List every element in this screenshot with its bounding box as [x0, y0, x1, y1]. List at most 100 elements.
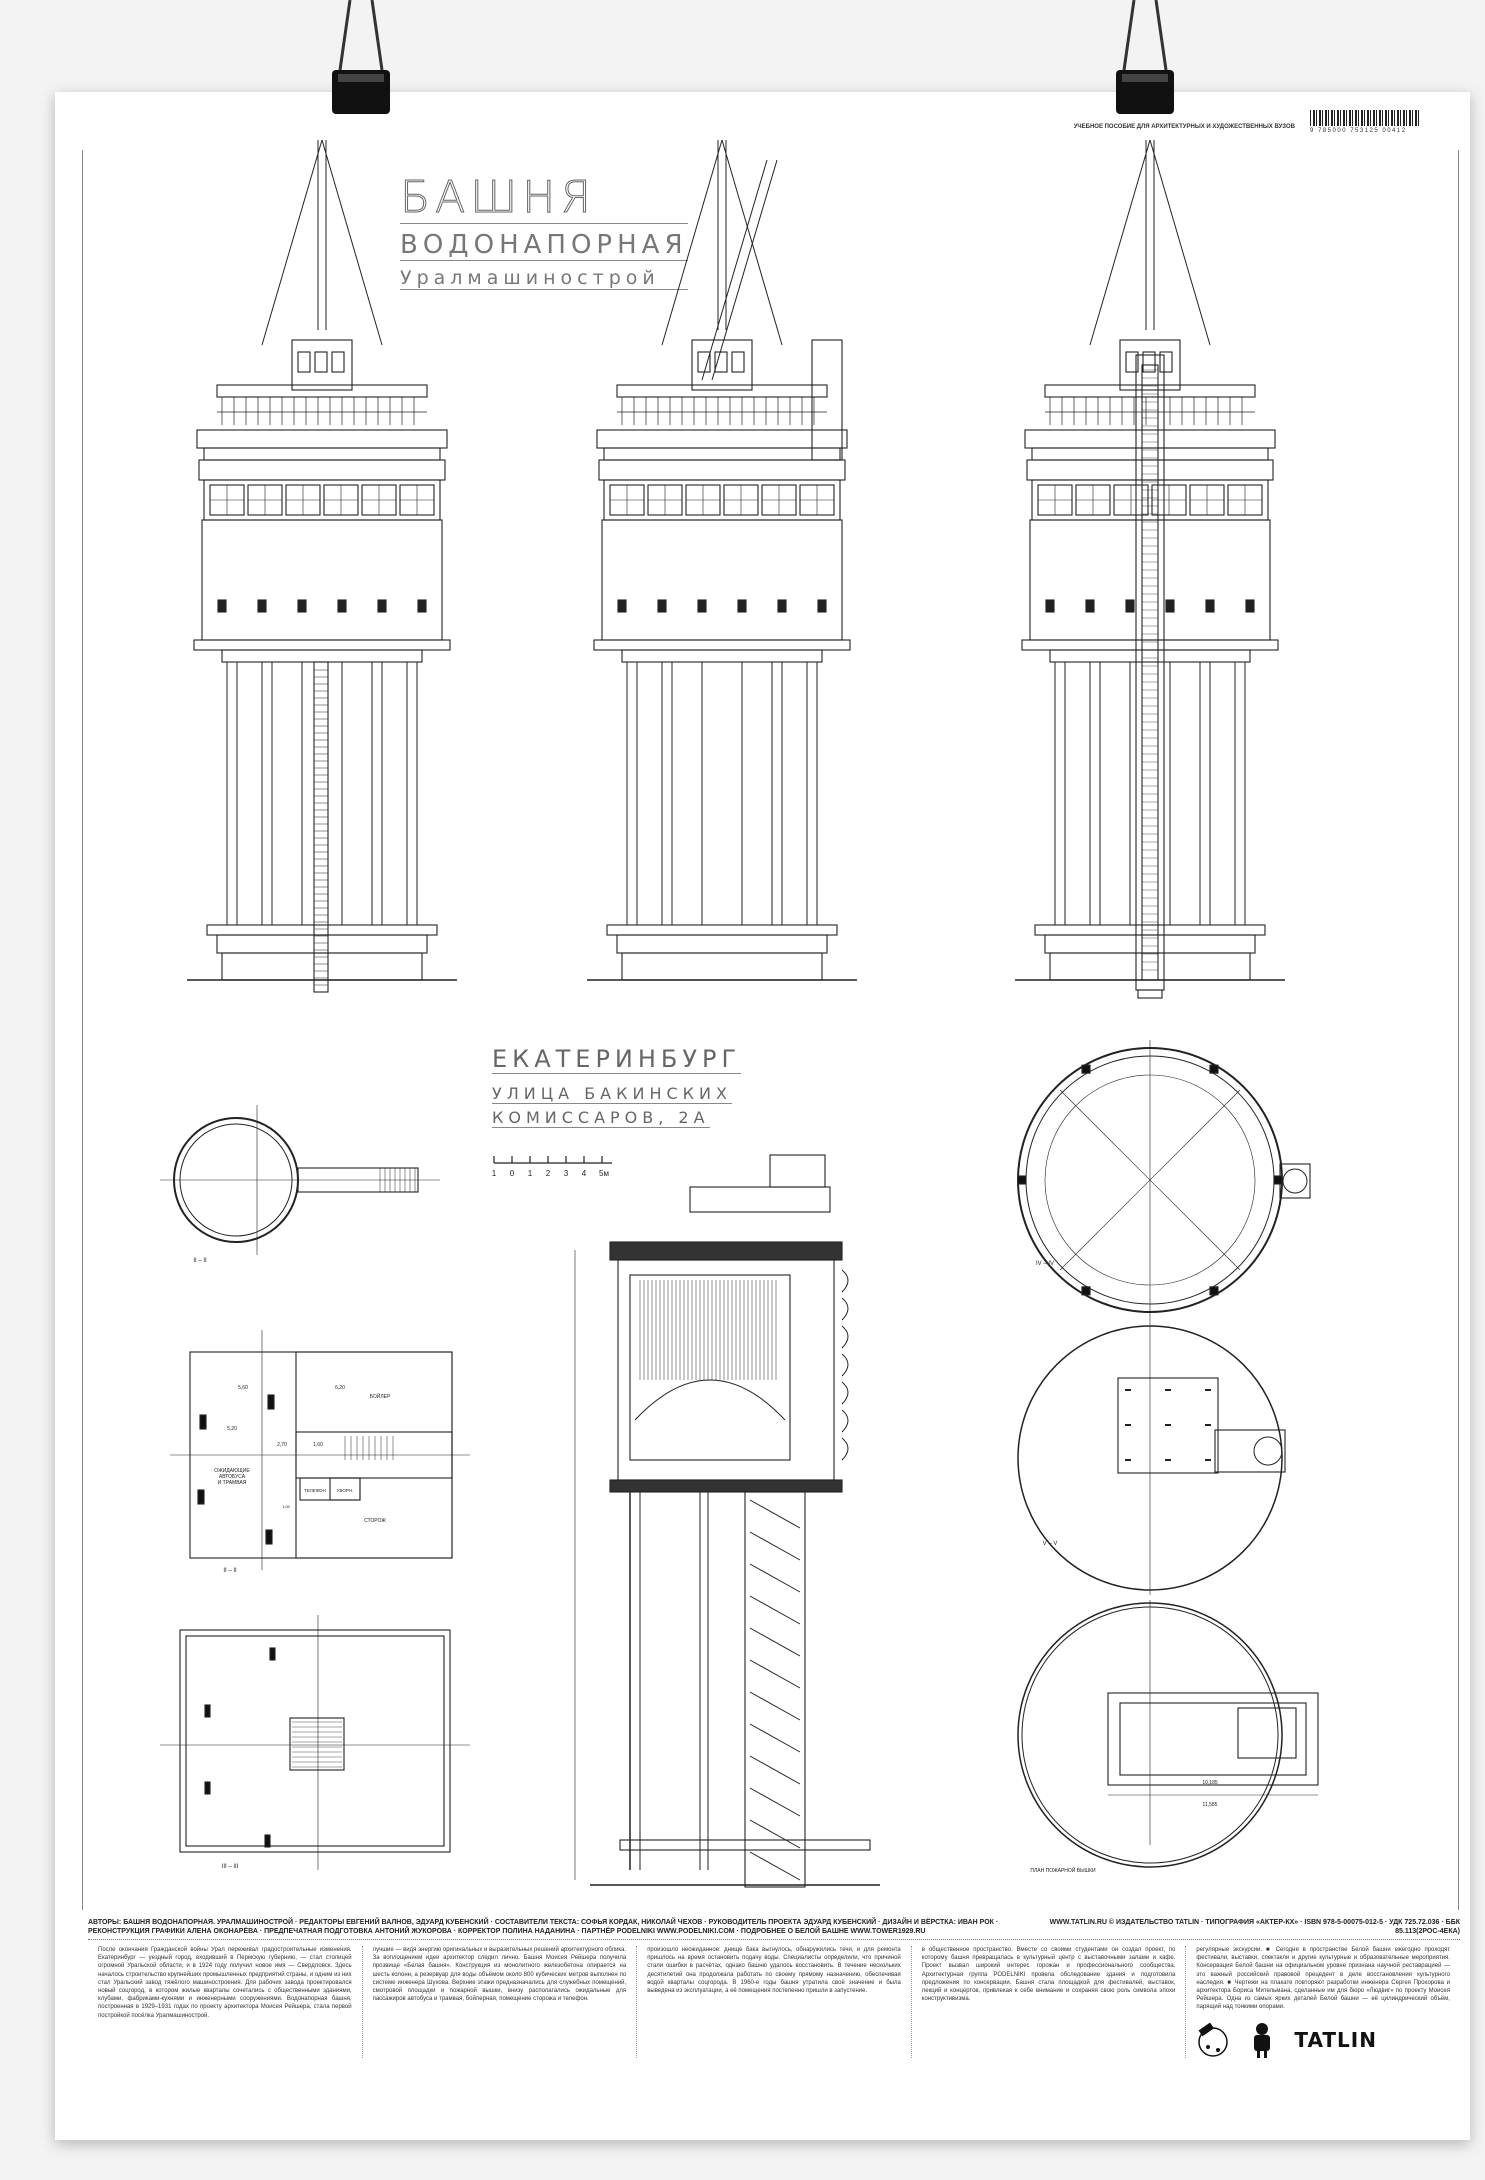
stair-flight: [749, 1819, 801, 1849]
stair-core: [289, 1717, 345, 1771]
frame-left: [82, 150, 83, 1910]
guy-wire: [701, 159, 768, 381]
guy-wire: [321, 139, 383, 346]
scale-tick-label: 1: [492, 1169, 497, 1178]
small-window: [217, 599, 227, 613]
dimension: 11,585: [1203, 1802, 1218, 1808]
platform-ring: [206, 924, 438, 936]
stair-flight: [749, 1787, 801, 1817]
small-window: [1245, 599, 1255, 613]
dimension: 6,20: [335, 1385, 345, 1391]
figure-logo-icon: [1254, 2022, 1271, 2058]
cabin-window: [714, 351, 728, 373]
column-mark: [1081, 1064, 1091, 1074]
tank-dome-bottom: [634, 1379, 786, 1421]
room-label-boiler: БОЙЛЕР: [370, 1392, 391, 1400]
cabin-window: [731, 351, 745, 373]
text-column-5-body: регулярные экскурсии. ■ Сегодня в простр…: [1196, 1947, 1450, 2011]
section-top-slab: [609, 1241, 843, 1261]
poster-title: БАШНЯ ВОДОНАПОРНАЯ Уралмашинострой: [400, 172, 688, 290]
window-profile: [841, 1437, 849, 1461]
stair-flight: [749, 1499, 801, 1529]
guy-wire: [1149, 139, 1211, 346]
guy-wire: [711, 159, 778, 381]
roof-cabin: [1117, 1377, 1219, 1474]
tower-elevation-2: [587, 139, 857, 981]
room-label-wc: УБОРН.: [337, 1488, 354, 1493]
city-name: ЕКАТЕРИНБУРГ: [492, 1045, 742, 1074]
barcode: [1310, 110, 1420, 126]
description-text-block: АВТОРЫ: БАШНЯ ВОДОНАПОРНАЯ. УРАЛМАШИНОСТ…: [88, 1918, 1460, 2058]
roof-deck: [1044, 384, 1256, 398]
small-window: [777, 599, 787, 613]
text-column-1: После окончания Гражданской войны Урал п…: [88, 1946, 363, 2058]
poster-sheet: [55, 92, 1470, 2140]
stair-flight: [749, 1627, 801, 1657]
scale-tick-label: 1: [528, 1169, 533, 1178]
bottom-slab: [1021, 639, 1279, 651]
side-shaft: [811, 339, 843, 461]
bottom-slab: [193, 639, 451, 651]
cornice-slab: [1024, 429, 1276, 449]
window-profile: [841, 1381, 849, 1405]
plan-label: IV – IV: [1036, 1261, 1054, 1267]
room-label-line: И ТРАМВАЯ: [218, 1480, 247, 1486]
upper-floor-outline: [179, 1629, 451, 1853]
small-window: [817, 599, 827, 613]
stair-flight: [749, 1563, 801, 1593]
tank-body: [201, 519, 443, 641]
column-mark: [199, 1414, 207, 1430]
small-window: [617, 599, 627, 613]
stair-flight: [749, 1659, 801, 1689]
base-wall: [221, 952, 423, 981]
text-column-2: лучшие — видя энергию оригинальных и выр…: [363, 1946, 638, 2058]
location-heading: ЕКАТЕРИНБУРГ УЛИЦА БАКИНСКИХ КОМИССАРОВ,…: [492, 1045, 742, 1128]
small-window: [297, 599, 307, 613]
section-platform: [619, 1839, 871, 1851]
credits-line: АВТОРЫ: БАШНЯ ВОДОНАПОРНАЯ. УРАЛМАШИНОСТ…: [88, 1918, 1460, 1940]
dimension: 5,20: [227, 1426, 237, 1432]
plan-label: V – V: [1043, 1541, 1058, 1547]
plan-label: II – II: [223, 1568, 237, 1574]
wc-room: [329, 1477, 361, 1501]
upper-body: [198, 459, 446, 481]
cabin-window: [697, 351, 711, 373]
guy-wire: [1089, 139, 1151, 346]
scale-tick-label: 2: [546, 1169, 551, 1178]
plan-circle-small: II – II: [160, 1105, 440, 1264]
guy-wire: [661, 139, 723, 346]
dimension: 10,185: [1202, 1780, 1218, 1786]
platform-ring: [606, 924, 838, 936]
tank-body: [601, 519, 843, 641]
cabin-window: [314, 351, 328, 373]
bottom-ring: [221, 649, 423, 663]
shaft-base: [1137, 989, 1163, 999]
room-label-line: АВТОБУСА: [219, 1474, 246, 1480]
small-window: [417, 599, 427, 613]
binder-clip-right: [1112, 0, 1178, 118]
text-column-5: регулярные экскурсии. ■ Сегодня в простр…: [1186, 1946, 1460, 2058]
partner-emblem-icon: [1198, 2022, 1229, 2057]
cornice-slab: [196, 429, 448, 449]
dimension: 1,60: [313, 1442, 323, 1448]
window-profile: [841, 1353, 849, 1377]
window-profile: [841, 1409, 849, 1433]
column-mark: [1209, 1286, 1219, 1296]
cornice-band: [603, 447, 841, 461]
title-line-2: ВОДОНАПОРНАЯ: [400, 230, 688, 261]
bottom-ring: [1049, 649, 1251, 663]
spiral-stair-circle: [1282, 1168, 1308, 1194]
frame-right: [1458, 150, 1459, 1910]
stair-flight: [749, 1691, 801, 1721]
column-mark: [269, 1647, 276, 1661]
section-tank-room: [617, 1259, 835, 1481]
plan-label: II – II: [193, 1258, 207, 1264]
column-mark: [265, 1529, 273, 1545]
top-cabin: [1119, 339, 1181, 391]
small-window: [1085, 599, 1095, 613]
small-window: [657, 599, 667, 613]
cabin-window: [1142, 351, 1156, 373]
